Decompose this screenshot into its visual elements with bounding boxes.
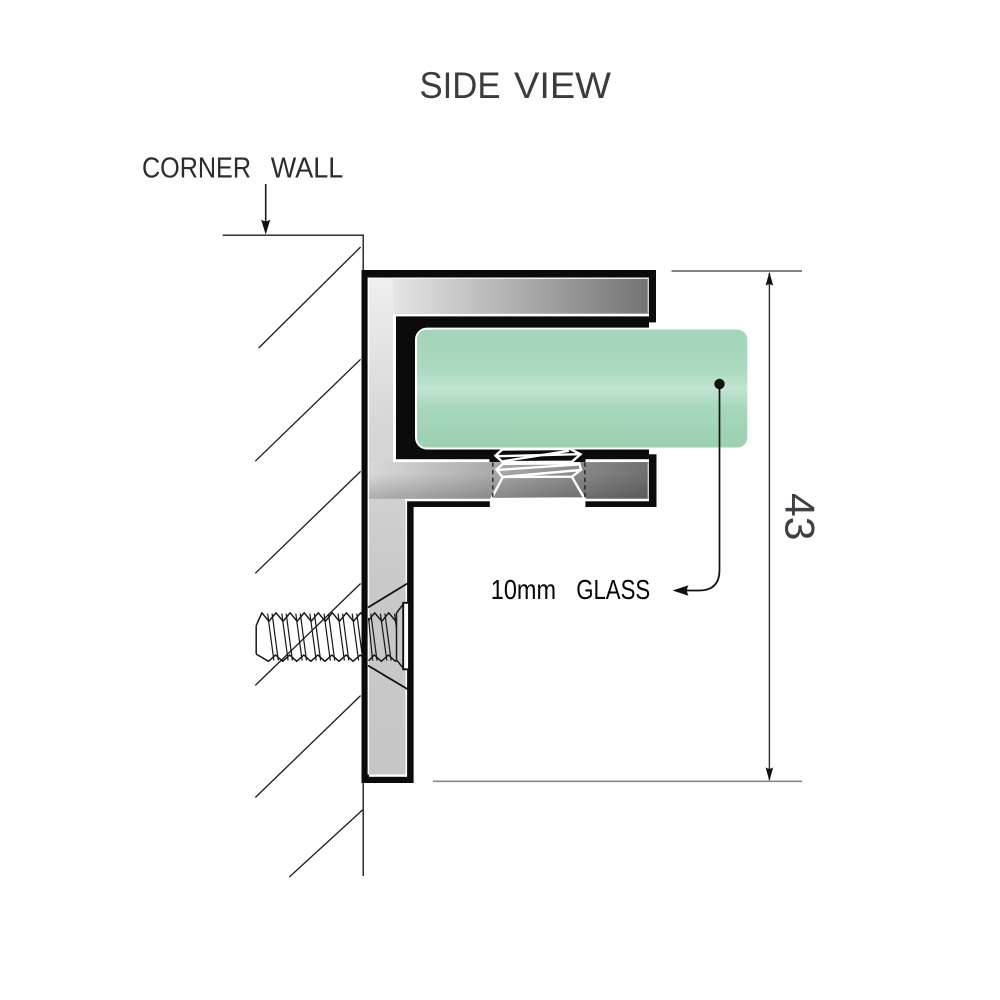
svg-text:43: 43 bbox=[777, 493, 824, 541]
svg-text:10mm: 10mm bbox=[491, 574, 556, 605]
svg-text:GLASS: GLASS bbox=[576, 574, 650, 605]
svg-text:VIEW: VIEW bbox=[514, 65, 611, 106]
svg-text:CORNER: CORNER bbox=[142, 152, 251, 184]
svg-text:SIDE: SIDE bbox=[420, 65, 501, 106]
svg-text:WALL: WALL bbox=[271, 152, 344, 184]
